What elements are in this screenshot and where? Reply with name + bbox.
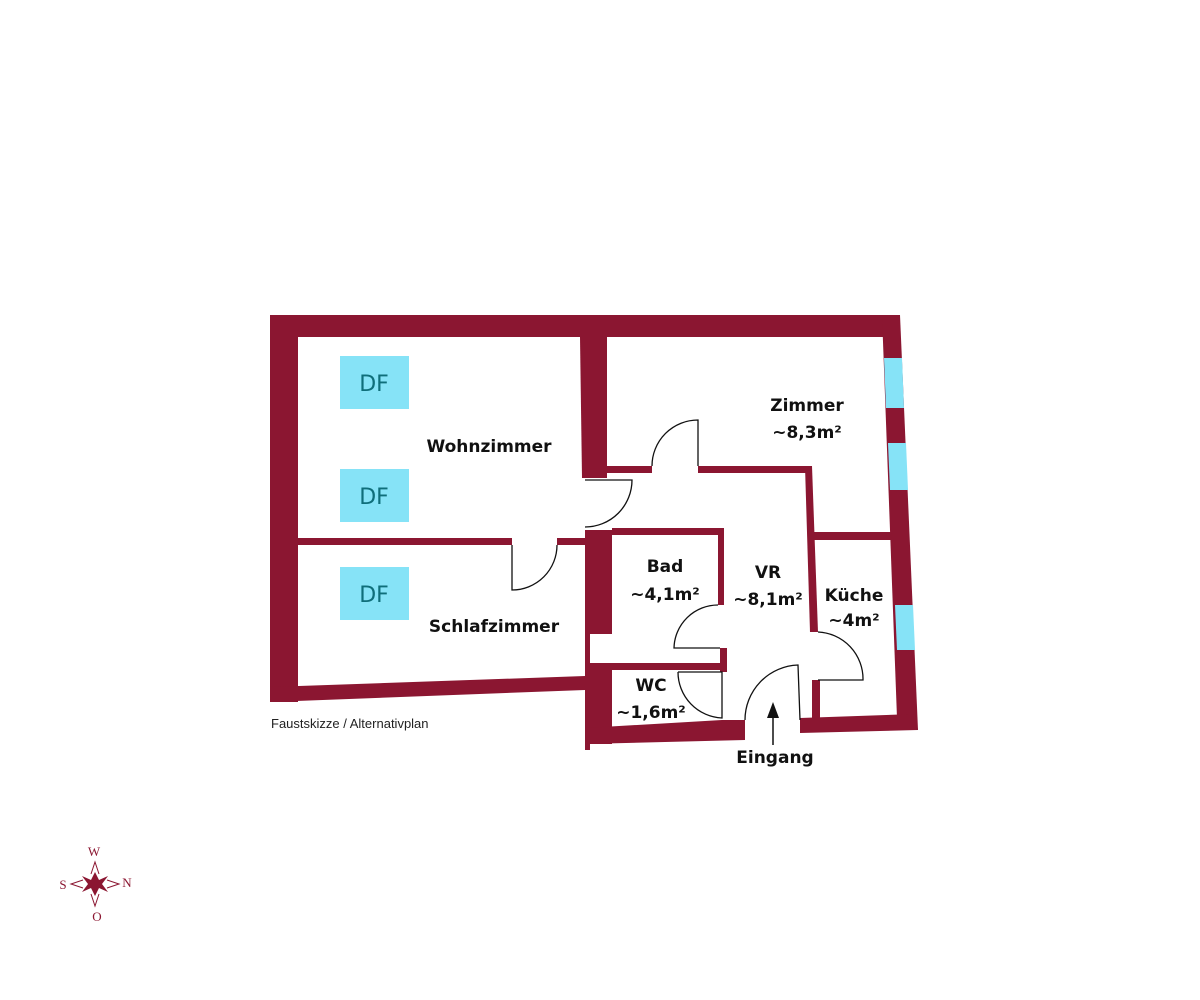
room-labels: Wohnzimmer Schlafzimmer Zimmer ~8,3m² Ba… [426, 396, 883, 768]
compass-rose: W O S N [59, 844, 132, 924]
outer-wall-bottom-left [270, 676, 585, 702]
room-kueche-area: ~4m² [828, 611, 879, 631]
wall-wohn-schlaf-b [557, 538, 585, 545]
wall-kueche-left-low [812, 680, 820, 720]
wall-wohn-zimmer [580, 337, 607, 478]
entrance-label: Eingang [736, 748, 813, 768]
door-wohnzimmer[interactable] [584, 479, 633, 528]
wall-bad-right-b [720, 648, 727, 672]
room-wohnzimmer: Wohnzimmer [426, 437, 552, 457]
room-kueche: Küche [825, 586, 884, 606]
wall-bad-bottom [588, 663, 727, 670]
df-label: DF [359, 372, 389, 397]
doors [511, 419, 864, 721]
outer-wall-top [270, 315, 900, 337]
wall-bad-left-thin [585, 530, 590, 750]
window [888, 443, 908, 490]
wall-bad-top [612, 528, 724, 535]
compass-w: W [88, 844, 101, 859]
wall-bad-right-a [718, 528, 724, 605]
df-marker [340, 356, 409, 409]
room-schlafzimmer: Schlafzimmer [429, 617, 560, 637]
wall-zimmer-bottom-b [698, 466, 810, 473]
window [895, 605, 915, 650]
wall-kueche-top [812, 532, 894, 540]
door-kueche[interactable] [817, 631, 864, 681]
compass-s: S [59, 877, 66, 892]
room-bad-area: ~4,1m² [630, 585, 700, 605]
outer-wall-left [270, 315, 298, 702]
room-zimmer: Zimmer [770, 396, 844, 416]
df-markers: DF DF DF [340, 356, 409, 620]
df-label: DF [359, 485, 389, 510]
window [884, 358, 904, 408]
room-wc: WC [635, 676, 666, 696]
entrance-arrow [767, 702, 779, 745]
door-bad[interactable] [673, 604, 720, 649]
wall-wc-bottom [585, 720, 745, 744]
wall-wohn-schlaf-a [298, 538, 512, 545]
walls [270, 315, 918, 750]
caption: Faustskizze / Alternativplan [271, 716, 429, 731]
room-vr-area: ~8,1m² [733, 590, 803, 610]
room-bad: Bad [647, 557, 684, 577]
room-vr: VR [755, 563, 781, 583]
df-marker [340, 567, 409, 620]
compass-o: O [92, 909, 101, 924]
door-wc[interactable] [677, 671, 723, 719]
compass-star-icon [82, 872, 108, 896]
door-zimmer[interactable] [651, 419, 699, 467]
compass-n: N [122, 875, 132, 890]
wall-vr-right [805, 466, 818, 632]
door-entrance[interactable] [744, 664, 801, 721]
windows [884, 358, 915, 650]
room-wc-area: ~1,6m² [616, 703, 686, 723]
df-label: DF [359, 583, 389, 608]
room-zimmer-area: ~8,3m² [772, 423, 842, 443]
df-marker [340, 469, 409, 522]
door-schlafzimmer[interactable] [511, 544, 558, 591]
wall-kueche-bottom [800, 714, 918, 733]
wall-zimmer-bottom-a [607, 466, 652, 473]
